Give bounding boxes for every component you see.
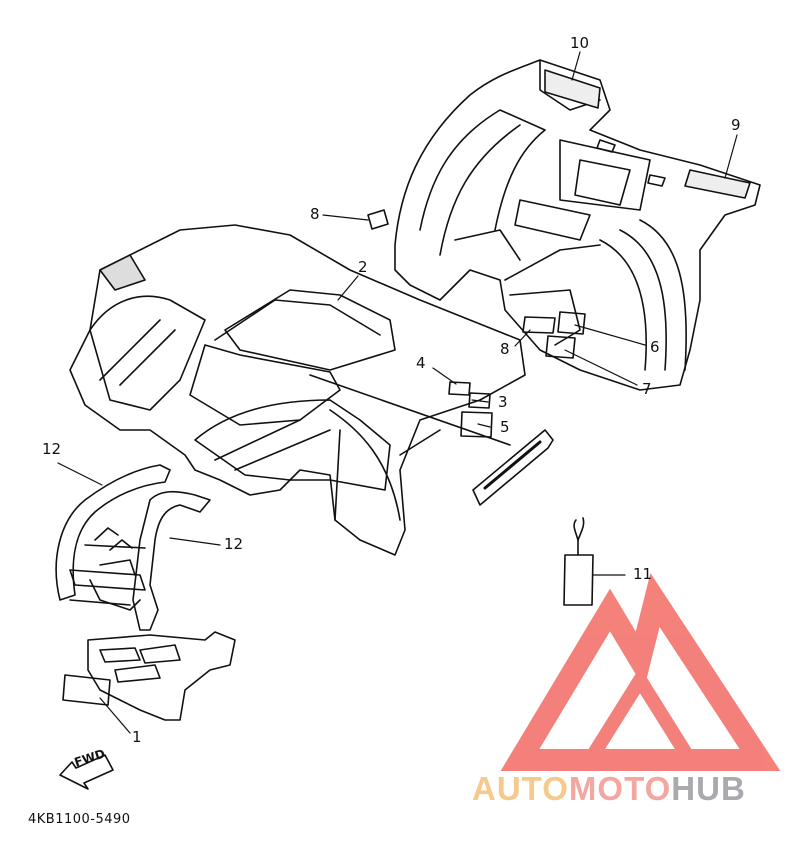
callout-5: 5: [500, 418, 510, 436]
watermark-brand: AUTOMOTOHUB: [472, 770, 746, 808]
callout-11: 11: [633, 565, 653, 583]
front-panel: [62, 631, 236, 721]
callout-8-lower: 8: [500, 340, 510, 358]
part-code: 4KB1100-5490: [28, 812, 131, 827]
decal-8-rear: [522, 316, 556, 334]
decal-7: [545, 335, 576, 359]
decal-8-small: [367, 209, 389, 230]
callout-12-upper: 12: [42, 440, 62, 458]
callout-2: 2: [358, 258, 368, 276]
brand-hub: HUB: [671, 770, 746, 807]
callout-8-upper: 8: [310, 205, 320, 223]
callout-1: 1: [132, 728, 142, 746]
front-fender: [69, 224, 526, 556]
callout-4: 4: [416, 354, 426, 372]
side-decal: [472, 429, 554, 506]
rear-fender: [394, 59, 761, 391]
tag-11: [563, 554, 594, 606]
decal-4: [448, 381, 471, 396]
decal-3: [468, 392, 491, 409]
decal-6: [557, 311, 586, 335]
callout-6: 6: [650, 338, 660, 356]
callout-12-lower: 12: [224, 535, 244, 553]
brand-auto: AUTO: [472, 770, 569, 807]
callout-3: 3: [498, 393, 508, 411]
front-guard: [55, 464, 211, 631]
callout-9: 9: [731, 116, 741, 134]
leader-lines: [57, 51, 738, 734]
brand-moto: MOTO: [568, 770, 672, 807]
decal-5: [460, 411, 493, 438]
callout-7: 7: [642, 380, 652, 398]
callout-10: 10: [570, 34, 590, 52]
fwd-arrow: [59, 754, 114, 790]
watermark-logo: [500, 572, 781, 771]
